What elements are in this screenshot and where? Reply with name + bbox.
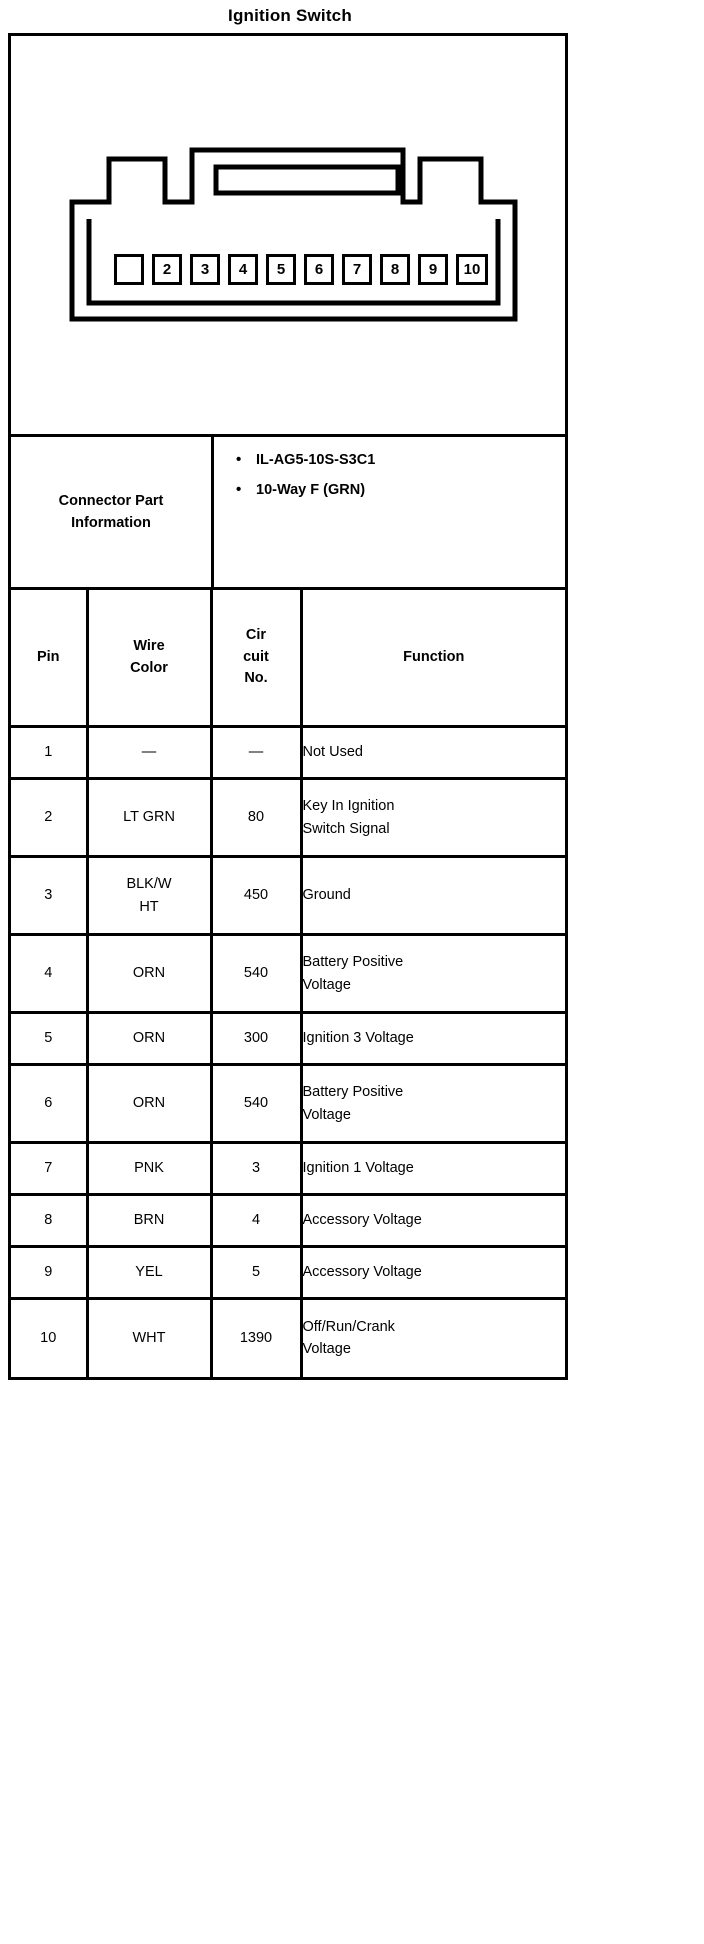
cell-circuit-no: 300 <box>211 1012 303 1066</box>
cell-circuit-no: 450 <box>211 856 303 936</box>
table-row: 1 — — Not Used <box>11 726 565 780</box>
cell-function: Ignition 3 Voltage <box>301 1012 565 1066</box>
table-row: 2 LT GRN 80 Key In Ignition Switch Signa… <box>11 778 565 858</box>
connector-part-information-section: Connector Part Information • IL-AG5-10S-… <box>11 434 565 587</box>
table-row: 8 BRN 4 Accessory Voltage <box>11 1194 565 1248</box>
connector-face-drawing <box>69 147 518 322</box>
pin-cavity-4: 4 <box>228 254 258 285</box>
column-header-wire-color: Wire Color <box>87 588 213 728</box>
cell-wire-color: BRN <box>87 1194 213 1248</box>
pin-table-body: 1 — — Not Used 2 LT GRN 80 Key In Igniti… <box>11 726 565 1377</box>
cell-pin: 4 <box>11 934 89 1014</box>
cell-circuit-no: 540 <box>211 934 303 1014</box>
table-row: 9 YEL 5 Accessory Voltage <box>11 1246 565 1300</box>
cell-pin: 6 <box>11 1064 89 1144</box>
cell-pin: 8 <box>11 1194 89 1248</box>
cell-circuit-no: 4 <box>211 1194 303 1248</box>
cell-pin: 1 <box>11 726 89 780</box>
cell-function: Accessory Voltage <box>301 1246 565 1300</box>
pin-cavity-9: 9 <box>418 254 448 285</box>
cell-function: Not Used <box>301 726 565 780</box>
cell-function: Battery Positive Voltage <box>301 1064 565 1144</box>
cell-wire-color: BLK/W HT <box>87 856 213 936</box>
part-number-bullet-item: • IL-AG5-10S-S3C1 <box>236 451 565 470</box>
table-row: 6 ORN 540 Battery Positive Voltage <box>11 1064 565 1144</box>
cell-circuit-no: 3 <box>211 1142 303 1196</box>
cell-pin: 5 <box>11 1012 89 1066</box>
pin-cavity-8: 8 <box>380 254 410 285</box>
table-row: 4 ORN 540 Battery Positive Voltage <box>11 934 565 1014</box>
cell-pin: 10 <box>11 1298 89 1377</box>
table-row: 7 PNK 3 Ignition 1 Voltage <box>11 1142 565 1196</box>
column-header-circuit-no: Cir cuit No. <box>211 588 303 728</box>
diagram-frame: 2 3 4 5 6 7 8 9 10 Connector Part Inform… <box>8 33 568 1380</box>
cell-wire-color: PNK <box>87 1142 213 1196</box>
cell-function: Accessory Voltage <box>301 1194 565 1248</box>
cell-wire-color: YEL <box>87 1246 213 1300</box>
cell-wire-color: LT GRN <box>87 778 213 858</box>
pin-cavity-5: 5 <box>266 254 296 285</box>
page-title: Ignition Switch <box>228 6 352 25</box>
connector-part-information-label: Connector Part Information <box>11 437 214 587</box>
pin-cavity-10: 10 <box>456 254 488 285</box>
table-header-row: Pin Wire Color Cir cuit No. Function <box>11 588 565 728</box>
cell-pin: 2 <box>11 778 89 858</box>
cell-wire-color: ORN <box>87 1064 213 1144</box>
cell-function: Battery Positive Voltage <box>301 934 565 1014</box>
pin-cavity-3: 3 <box>190 254 220 285</box>
cell-circuit-no: 80 <box>211 778 303 858</box>
cell-wire-color: — <box>87 726 213 780</box>
pin-cavity-2: 2 <box>152 254 182 285</box>
pin-cavity-7: 7 <box>342 254 372 285</box>
bullet-icon: • <box>236 480 242 498</box>
connector-pinout-page: Ignition Switch 2 3 4 5 <box>8 6 568 1380</box>
connector-type-value: 10-Way F (GRN) <box>256 481 366 498</box>
column-header-pin: Pin <box>11 588 89 728</box>
connector-part-information-values: • IL-AG5-10S-S3C1 • 10-Way F (GRN) <box>214 437 565 587</box>
cell-circuit-no: 1390 <box>211 1298 303 1377</box>
cell-pin: 9 <box>11 1246 89 1300</box>
cell-circuit-no: 5 <box>211 1246 303 1300</box>
cell-pin: 3 <box>11 856 89 936</box>
pin-function-table: Pin Wire Color Cir cuit No. Function 1 —… <box>11 587 565 1377</box>
cell-wire-color: WHT <box>87 1298 213 1377</box>
cell-function: Ground <box>301 856 565 936</box>
bullet-icon: • <box>236 451 242 468</box>
table-row: 3 BLK/W HT 450 Ground <box>11 856 565 936</box>
cell-function: Key In Ignition Switch Signal <box>301 778 565 858</box>
cell-circuit-no: — <box>211 726 303 780</box>
pin-cavity-6: 6 <box>304 254 334 285</box>
pin-cavity-row: 2 3 4 5 6 7 8 9 10 <box>114 254 488 285</box>
cell-function: Ignition 1 Voltage <box>301 1142 565 1196</box>
cell-wire-color: ORN <box>87 934 213 1014</box>
cell-function: Off/Run/Crank Voltage <box>302 1318 395 1358</box>
connector-type-bullet-item: • 10-Way F (GRN) <box>236 481 565 500</box>
pin-cavity-1 <box>114 254 144 285</box>
cell-pin: 7 <box>11 1142 89 1196</box>
table-row: 5 ORN 300 Ignition 3 Voltage <box>11 1012 565 1066</box>
cell-circuit-no: 540 <box>211 1064 303 1144</box>
column-header-function: Function <box>301 588 565 728</box>
table-row: 10 WHT 1390 Off/Run/Crank Voltage <box>11 1298 565 1377</box>
part-number-value: IL-AG5-10S-S3C1 <box>256 452 376 468</box>
connector-illustration-panel: 2 3 4 5 6 7 8 9 10 <box>11 36 565 434</box>
cell-wire-color: ORN <box>87 1012 213 1066</box>
